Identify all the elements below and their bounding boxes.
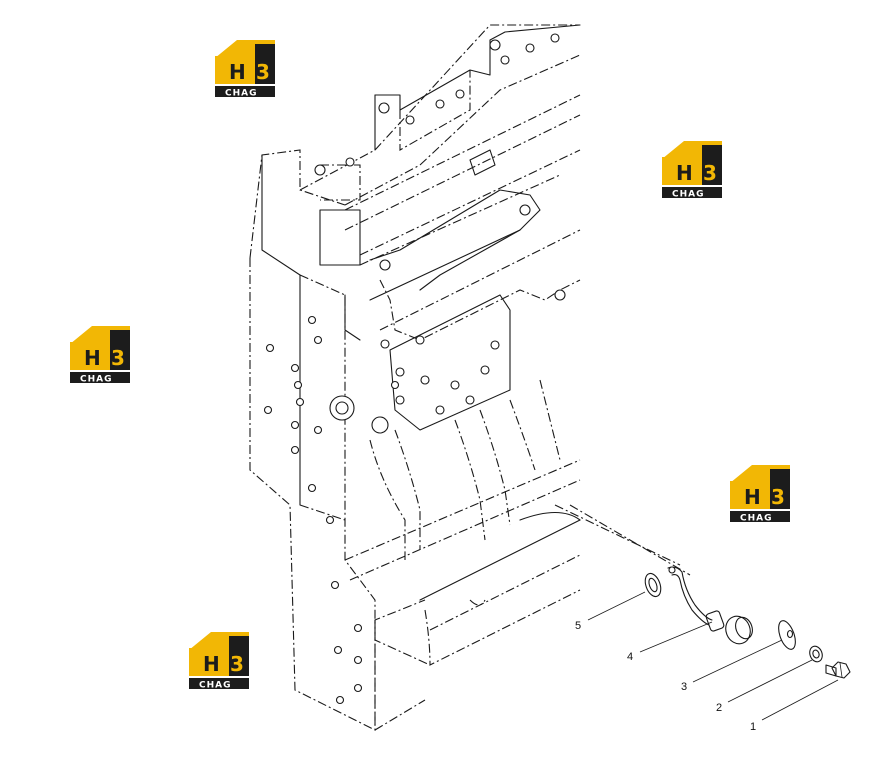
- watermark-logo: [730, 465, 790, 524]
- callout-1: 1: [750, 721, 756, 733]
- watermark-logo: [70, 326, 130, 385]
- callout-leaders: [587, 591, 839, 721]
- leader-line-to-block: [554, 504, 691, 576]
- engine-block: [249, 24, 581, 731]
- part-2-lock-washer: [809, 645, 823, 663]
- callout-2: 2: [716, 702, 722, 714]
- part-5-gasket: [644, 572, 662, 598]
- callout-labels: 1 2 3 4 5: [575, 620, 756, 733]
- watermark-logo: [215, 40, 275, 99]
- callout-3: 3: [681, 681, 687, 693]
- callout-4: 4: [627, 651, 633, 663]
- watermark-logo: [662, 141, 722, 200]
- part-1-bolt: [825, 661, 851, 679]
- part-3-plate-washer: [778, 620, 796, 650]
- watermark-logo: [189, 632, 249, 691]
- callout-5: 5: [575, 620, 581, 632]
